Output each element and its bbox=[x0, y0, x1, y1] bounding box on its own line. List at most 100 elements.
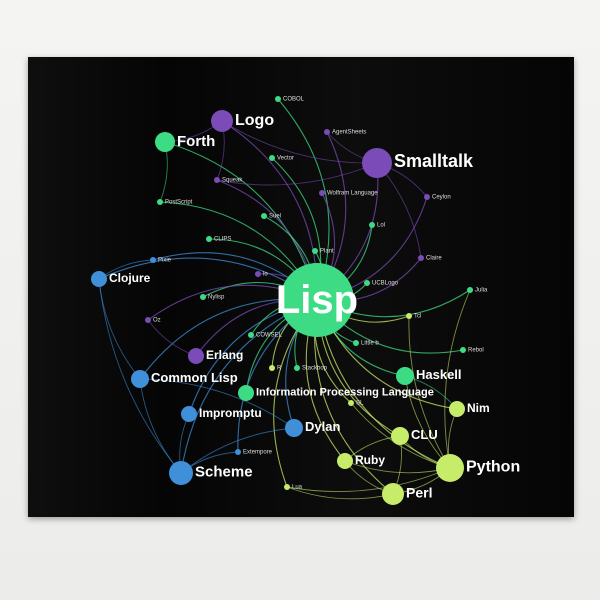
nodes bbox=[91, 96, 473, 505]
label-extempore: Extempore bbox=[243, 450, 273, 456]
label-sl: SL bbox=[356, 401, 364, 407]
label-nylisp: Nylisp bbox=[208, 295, 225, 301]
label-pixie: Pixie bbox=[158, 258, 172, 264]
label-wolfram: Wolfram Language bbox=[327, 191, 378, 197]
node-lo bbox=[255, 271, 261, 277]
label-oz: Oz bbox=[153, 318, 161, 324]
node-clips bbox=[206, 236, 212, 242]
node-stackbop bbox=[294, 365, 300, 371]
label-r: R bbox=[277, 366, 282, 372]
node-clu bbox=[391, 427, 409, 445]
node-clojure bbox=[91, 271, 107, 287]
node-claire bbox=[418, 255, 424, 261]
label-clojure: Clojure bbox=[109, 271, 151, 285]
label-agentsheets: AgentSheets bbox=[332, 130, 366, 136]
node-little bbox=[353, 340, 359, 346]
label-vector: Vector bbox=[277, 156, 294, 162]
label-logo: Logo bbox=[235, 112, 274, 129]
node-perl bbox=[382, 483, 404, 505]
node-lol bbox=[369, 222, 375, 228]
node-r bbox=[269, 365, 275, 371]
label-postscript: PostScript bbox=[165, 200, 193, 206]
lisp-node bbox=[280, 263, 354, 337]
label-little: Little b bbox=[361, 341, 379, 347]
edge-erlang-oz bbox=[147, 319, 197, 357]
label-cobol: COBOL bbox=[283, 97, 305, 103]
label-lua: Lua bbox=[292, 485, 303, 491]
label-cowsel: COWSEL bbox=[256, 333, 283, 339]
label-commonlisp: Common Lisp bbox=[151, 370, 238, 385]
node-sl bbox=[348, 400, 354, 406]
label-smalltalk: Smalltalk bbox=[394, 151, 474, 171]
node-suel bbox=[261, 213, 267, 219]
node-tcl bbox=[406, 313, 412, 319]
edge-python-julia bbox=[444, 289, 471, 469]
label-perl: Perl bbox=[406, 484, 432, 500]
label-uselogo: UCBLogo bbox=[372, 281, 399, 287]
node-commonlisp bbox=[131, 370, 149, 388]
node-impromptu bbox=[181, 406, 197, 422]
label-lo: lo bbox=[263, 272, 268, 278]
label-dylan: Dylan bbox=[305, 419, 340, 434]
label-nim: Nim bbox=[467, 401, 490, 415]
node-nim bbox=[449, 401, 465, 417]
edge-commonlisp-clojure bbox=[98, 278, 141, 380]
node-oz bbox=[145, 317, 151, 323]
label-plant: Plant bbox=[320, 249, 334, 255]
label-erlang: Erlang bbox=[206, 348, 243, 362]
edge-scheme-commonlisp bbox=[139, 378, 182, 474]
label-python: Python bbox=[466, 459, 520, 476]
edge-smalltalk-logo bbox=[221, 120, 378, 164]
node-agentsheets bbox=[324, 129, 330, 135]
node-squeak bbox=[214, 177, 220, 183]
node-wolfram bbox=[319, 190, 325, 196]
node-julia bbox=[467, 287, 473, 293]
node-erlang bbox=[188, 348, 204, 364]
edge-python-tcl bbox=[408, 315, 451, 469]
node-cobol bbox=[275, 96, 281, 102]
edge-commonlisp-dylan bbox=[139, 378, 295, 429]
label-stackbop: Stackbop bbox=[302, 366, 328, 372]
node-pixie bbox=[150, 257, 156, 263]
node-smalltalk bbox=[362, 148, 392, 178]
node-nylisp bbox=[200, 294, 206, 300]
edge-scheme-dylan bbox=[180, 427, 295, 474]
edge-perl-lua bbox=[286, 486, 394, 500]
edge-scheme-clojure bbox=[98, 278, 182, 474]
node-rebol bbox=[460, 347, 466, 353]
node-extempore bbox=[235, 449, 241, 455]
label-haskell: Haskell bbox=[416, 367, 462, 382]
node-ceylon bbox=[424, 194, 430, 200]
node-dylan bbox=[285, 419, 303, 437]
label-ruby: Ruby bbox=[355, 453, 385, 467]
labels: Lisp LogoForthSmalltalkClojureErlangCommo… bbox=[109, 97, 520, 501]
label-impromptu: Impromptu bbox=[199, 406, 262, 420]
node-lua bbox=[284, 484, 290, 490]
node-ipl bbox=[238, 385, 254, 401]
label-rebol: Rebol bbox=[468, 348, 484, 354]
node-cowsel bbox=[248, 332, 254, 338]
edge-smalltalk-claire bbox=[376, 162, 422, 259]
label-claire: Claire bbox=[426, 256, 442, 262]
node-uselogo bbox=[364, 280, 370, 286]
label-suel: Suel bbox=[269, 214, 281, 220]
label-scheme: Scheme bbox=[195, 463, 253, 480]
node-postscript bbox=[157, 199, 163, 205]
label-clips: CLIPS bbox=[214, 237, 231, 243]
node-haskell bbox=[396, 367, 414, 385]
label-clu: CLU bbox=[411, 427, 438, 442]
label-julia: Julia bbox=[475, 288, 488, 294]
node-plant bbox=[312, 248, 318, 254]
node-ruby bbox=[337, 453, 353, 469]
edge-python-lua bbox=[286, 467, 451, 493]
lisp-label: Lisp bbox=[276, 278, 358, 322]
label-ipl: Information Processing Language bbox=[256, 387, 434, 399]
label-forth: Forth bbox=[177, 133, 215, 150]
node-scheme bbox=[169, 461, 193, 485]
edge-smalltalk-squeak bbox=[216, 162, 378, 186]
label-tcl: Tcl bbox=[414, 314, 421, 320]
label-squeak: Squeak bbox=[222, 178, 243, 184]
label-lol: Lol bbox=[377, 223, 385, 229]
label-ceylon: Ceylon bbox=[432, 195, 451, 201]
